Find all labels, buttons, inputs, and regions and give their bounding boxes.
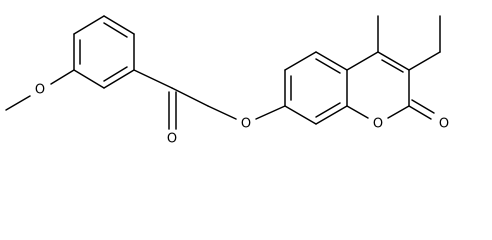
keto-ether-linker — [133, 69, 286, 130]
aromatic-inner-bond — [103, 22, 128, 38]
ethyl-bond — [408, 51, 441, 71]
methoxy-group — [5, 69, 75, 111]
aromatic-inner-bond — [315, 58, 341, 74]
ring-oxygen-label: O — [373, 117, 383, 132]
bond — [171, 87, 209, 107]
bond — [5, 95, 31, 111]
bond — [346, 51, 379, 71]
bond — [284, 51, 317, 71]
methoxyphenyl-ring — [73, 15, 135, 89]
alkyl-substituents — [377, 15, 441, 71]
methoxy-oxygen-label: O — [35, 83, 45, 98]
aromatic-inner-bond — [103, 66, 128, 82]
bond — [73, 15, 105, 35]
lactone-double-bond — [411, 99, 435, 114]
bond — [103, 15, 135, 35]
lactone-oxygen-label: O — [439, 117, 449, 132]
ring-double-bond — [377, 51, 410, 71]
bond — [207, 105, 237, 120]
bond — [50, 69, 75, 85]
bond — [315, 105, 348, 125]
bond — [73, 69, 105, 89]
ring-double-bond — [381, 59, 404, 73]
aromatic-inner-bond — [315, 102, 341, 118]
ketone-oxygen-label: O — [167, 132, 177, 147]
bond — [103, 69, 135, 89]
bond — [133, 69, 173, 89]
bond — [315, 51, 348, 71]
bond — [346, 105, 369, 119]
bond — [284, 105, 317, 125]
structure-diagram: O O O O O — [5, 15, 449, 147]
coumarin-benzo-ring — [284, 51, 348, 125]
ether-oxygen-label: O — [241, 117, 251, 132]
molecule-drawing: O O O O O — [5, 15, 449, 147]
bond — [255, 105, 286, 120]
bond — [387, 105, 410, 119]
pyranone-ring — [346, 51, 435, 120]
lactone-double-bond — [408, 105, 432, 120]
